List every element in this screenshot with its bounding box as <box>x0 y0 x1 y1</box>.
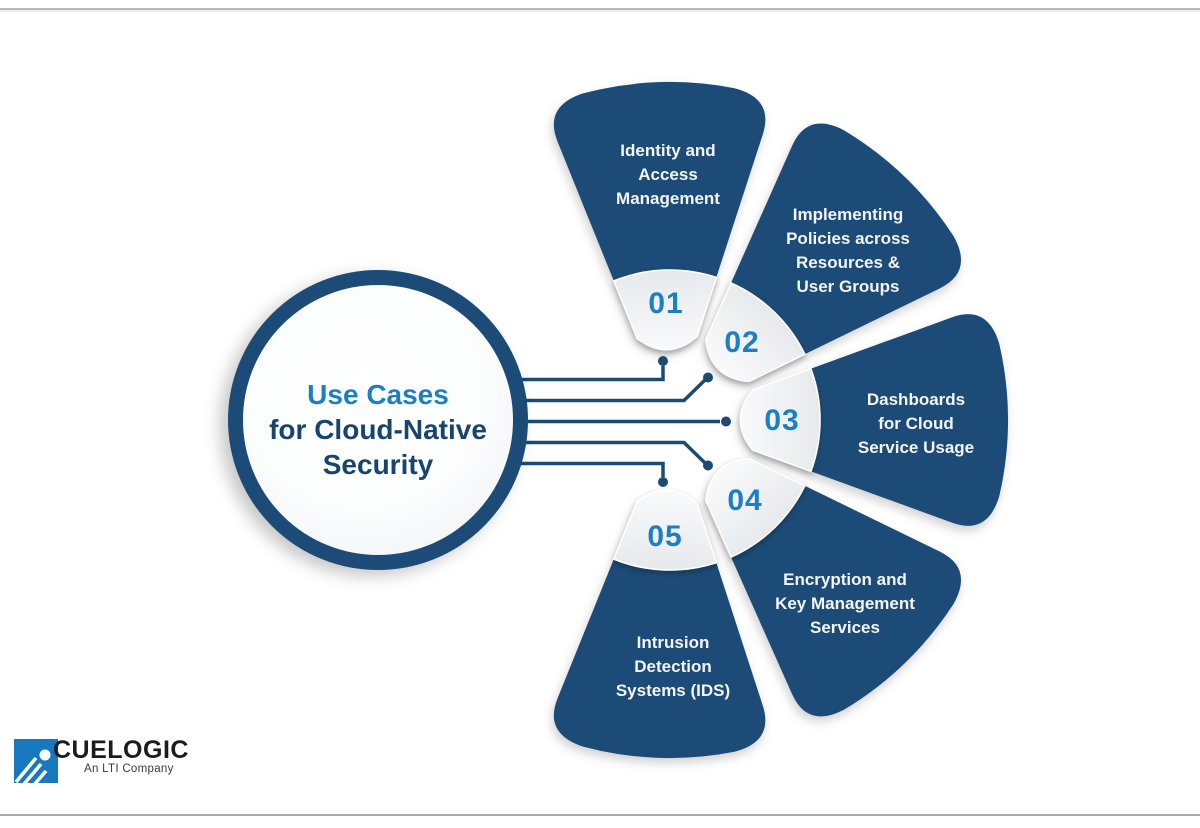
logo-tagline: An LTI Company <box>84 763 174 775</box>
petal-01-label: Identity and Access Management <box>616 141 720 208</box>
hub-circle <box>228 270 528 570</box>
center-title-line1: Use Cases <box>307 379 449 410</box>
petal-04-number: 04 <box>727 484 763 517</box>
petal-03-number: 03 <box>764 404 800 437</box>
tab-01-shape <box>612 269 718 351</box>
center-title-line3: Security <box>322 449 434 480</box>
circuit-lines <box>505 356 731 487</box>
connector-dot-03 <box>721 416 731 427</box>
tab-02-shape <box>705 281 806 383</box>
petal-02-label: Implementing Policies across Resources &… <box>786 205 910 296</box>
connector-line-02 <box>505 378 707 403</box>
cuelogic-logo-icon <box>14 739 58 788</box>
petal-04-label: Encryption and Key Management Services <box>775 570 915 637</box>
petal-03-label: Dashboards for Cloud Service Usage <box>857 390 975 457</box>
connector-dot-04 <box>703 460 713 471</box>
logo-name: CUELOGIC <box>53 736 189 764</box>
top-border-line <box>0 8 1200 10</box>
petal-03-shape <box>740 314 1008 526</box>
bottom-border-line <box>0 814 1200 816</box>
petal-02-number: 02 <box>724 326 760 359</box>
petal-05-number: 05 <box>647 520 683 553</box>
connector-line-01 <box>505 366 665 382</box>
connector-line-04 <box>505 440 707 465</box>
tab-03-shape <box>739 367 821 473</box>
connector-dot-05 <box>658 477 668 487</box>
connector-dot-02 <box>703 372 713 383</box>
center-title-line2: for Cloud-Native <box>269 414 487 445</box>
petal-01-number: 01 <box>648 287 684 320</box>
connector-line-05 <box>505 461 665 477</box>
petal-05-label: Intrusion Detection Systems (IDS) <box>615 633 731 700</box>
tab-04-shape <box>705 457 806 559</box>
connector-dot-01 <box>658 356 668 366</box>
center-title: Use Cases for Cloud-Native Security <box>238 377 518 482</box>
tab-05-shape <box>612 489 718 571</box>
